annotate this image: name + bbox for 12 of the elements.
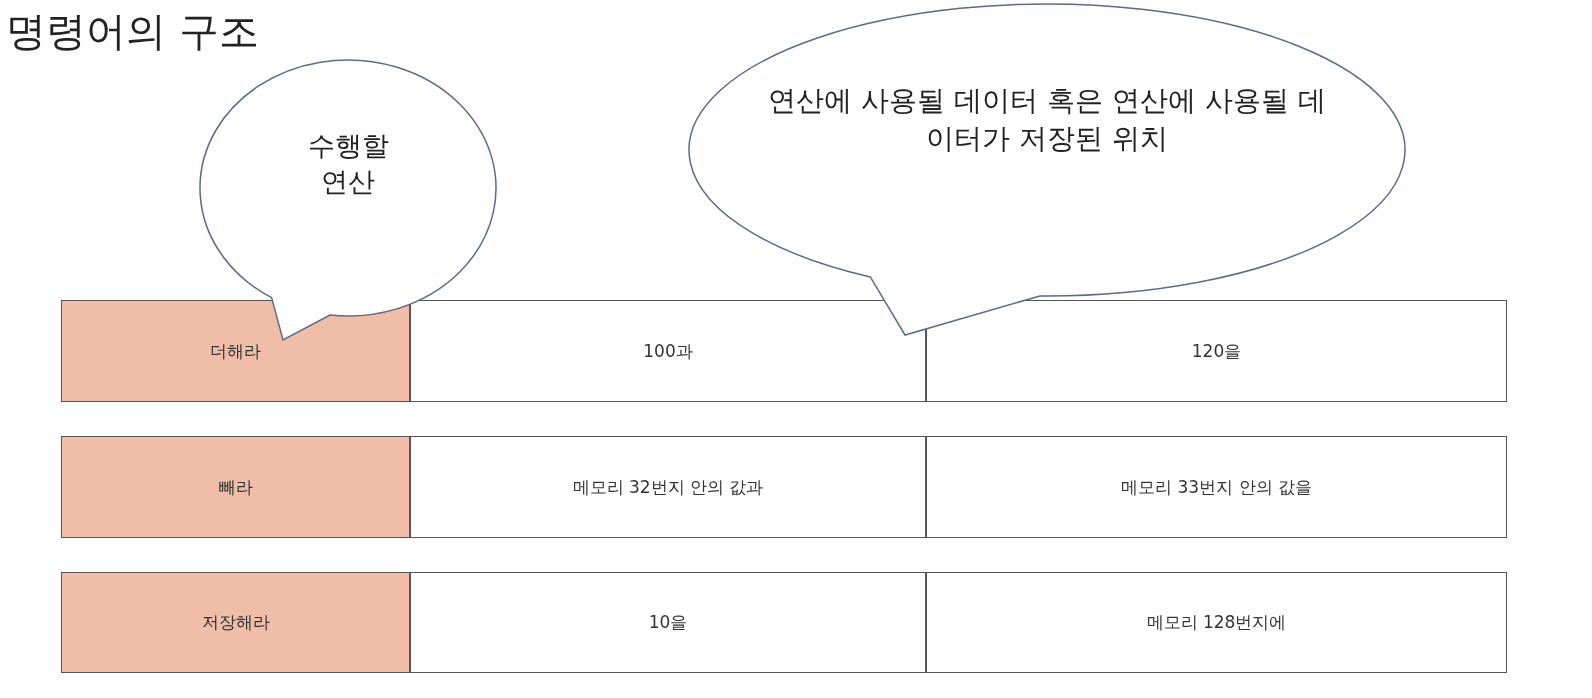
operand-cell: 120을 [926, 300, 1507, 402]
callout-text: 연산에 사용될 데이터 혹은 연산에 사용될 데이터가 저장된 위치 [767, 83, 1327, 157]
operation-cell: 빼라 [61, 436, 410, 538]
callout-text: 수행할 연산 [306, 129, 390, 199]
operation-cell: 저장해라 [61, 572, 410, 673]
operand-cell: 100과 [410, 300, 926, 402]
operand-cell: 메모리 128번지에 [926, 572, 1507, 673]
operand-cell: 메모리 33번지 안의 값을 [926, 436, 1507, 538]
operand-cell: 10을 [410, 572, 926, 673]
slide-title: 명령어의 구조 [6, 7, 259, 56]
operation-cell: 더해라 [61, 300, 410, 402]
operand-cell: 메모리 32번지 안의 값과 [410, 436, 926, 538]
